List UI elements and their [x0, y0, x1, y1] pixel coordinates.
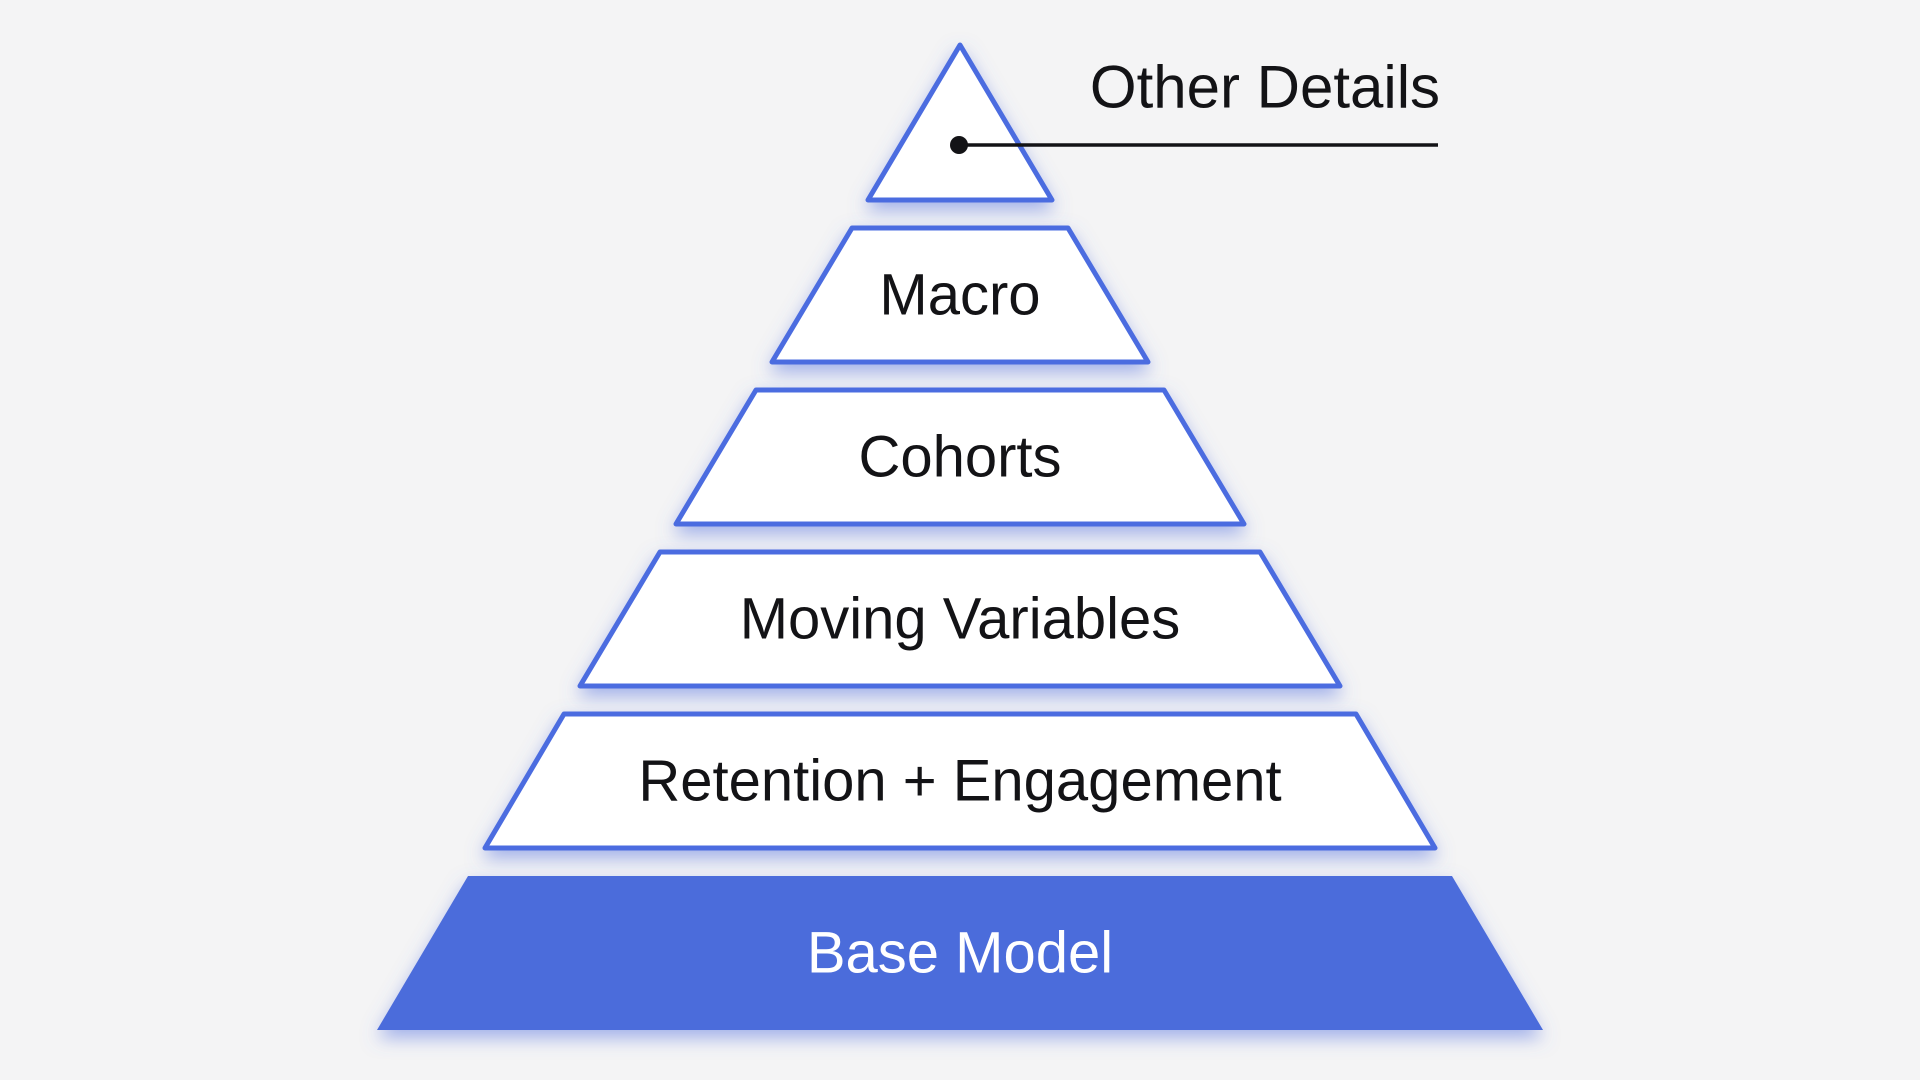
tier-shape-base-model: [377, 876, 1543, 1030]
tier-shape-moving-variables: [577, 549, 1343, 689]
callout-label: Other Details: [1090, 54, 1440, 121]
tier-shape-cohorts: [673, 387, 1247, 527]
callout-dot: [950, 136, 968, 154]
tier-label-base-model: Base Model: [807, 921, 1113, 986]
tier-shape-retention-engagement: [482, 711, 1438, 851]
tier-shape-other-details: [865, 42, 1055, 203]
tier-label-moving-variables: Moving Variables: [740, 587, 1181, 652]
tier-label-retention-engagement: Retention + Engagement: [638, 749, 1281, 814]
tier-label-macro: Macro: [879, 263, 1040, 328]
tier-label-cohorts: Cohorts: [858, 425, 1061, 490]
tier-shape-macro: [769, 225, 1151, 365]
